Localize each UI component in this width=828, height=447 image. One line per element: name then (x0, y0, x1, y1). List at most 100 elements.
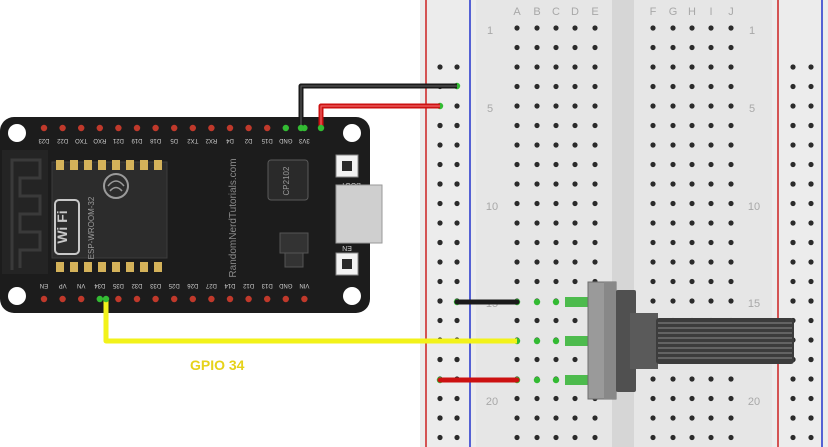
breadboard-hole (708, 239, 714, 246)
rail-hole (790, 64, 796, 70)
header-pin (152, 295, 159, 303)
breadboard-hole (708, 278, 714, 285)
breadboard-hole (553, 83, 559, 90)
breadboard-hole (728, 200, 734, 207)
rail-hole (454, 415, 460, 421)
breadboard-hole (572, 142, 578, 148)
header-pin (189, 124, 196, 132)
pin-label: D5 (170, 137, 178, 143)
rail-hole (454, 395, 460, 402)
breadboard-hole (689, 25, 695, 31)
pin-label: D33 (149, 282, 161, 288)
rail-hole (790, 376, 796, 382)
column-letter: J (728, 6, 734, 18)
breadboard-hole (572, 239, 578, 246)
rail-hole (437, 220, 443, 226)
breadboard-hole (670, 298, 676, 304)
breadboard-hole (553, 239, 559, 246)
breadboard-hole (650, 278, 656, 285)
breadboard-hole (728, 220, 734, 226)
breadboard-hole (708, 83, 714, 90)
breadboard-hole (728, 259, 734, 265)
rail-hole (790, 434, 796, 441)
breadboard-hole (572, 64, 578, 70)
rail-hole (454, 278, 460, 285)
breadboard-hole (650, 259, 656, 265)
breadboard-hole (728, 64, 734, 70)
rail-hole (808, 103, 814, 109)
row-number: 20 (486, 396, 498, 408)
pin-label: TXO (75, 137, 88, 143)
breadboard-hole (553, 122, 559, 129)
breadboard-hole (650, 181, 656, 187)
header-pin (78, 295, 85, 303)
pin-label: D13 (261, 282, 273, 288)
breadboard-hole (534, 64, 540, 70)
breadboard-hole (728, 415, 734, 421)
header-pin (133, 295, 141, 303)
rail-hole (790, 181, 796, 187)
pin-label: D18 (149, 137, 161, 143)
breadboard-hole (670, 434, 676, 441)
breadboard-hole (592, 142, 598, 148)
breadboard-hole (728, 25, 734, 31)
breadboard-hole (708, 64, 714, 70)
breadboard-hole (514, 259, 520, 265)
pin-label: RX2 (205, 137, 217, 143)
pin-label: GND (278, 137, 292, 143)
wire-red-3v3-highlight (320, 105, 440, 128)
header-pin (171, 124, 178, 132)
rail-hole (808, 298, 814, 304)
module-pads (56, 160, 162, 272)
breadboard-hole (514, 122, 520, 129)
breadboard-hole (553, 142, 559, 148)
breadboard-hole (592, 239, 598, 246)
breadboard-hole (534, 44, 540, 51)
breadboard-hole (670, 161, 676, 168)
rail-hole (454, 356, 460, 363)
column-letter: E (591, 6, 598, 18)
breadboard-hole (728, 239, 734, 246)
pin-label: D26 (187, 282, 199, 288)
pin-label: D23 (38, 137, 50, 143)
breadboard-hole (728, 181, 734, 187)
usb-chip (267, 159, 309, 201)
rail-hole (790, 259, 796, 265)
breadboard-hole (553, 200, 559, 207)
wifi-logo-text: Wi Fi (54, 210, 70, 243)
breadboard-hole (708, 415, 714, 421)
header-pin (40, 295, 48, 303)
breadboard-hole (650, 122, 656, 129)
rail-hole (790, 142, 796, 148)
header-pin (133, 124, 141, 132)
breadboard-hole (572, 434, 578, 441)
breadboard-hole (553, 278, 559, 285)
en-button-cap (342, 259, 352, 269)
breadboard-hole (650, 434, 656, 441)
breadboard-hole (689, 395, 695, 402)
column-letters: A B C D E F G H I J (513, 6, 733, 18)
breadboard-hole (592, 181, 598, 187)
header-pin (152, 124, 159, 132)
breadboard-hole (708, 298, 714, 304)
pin-label: D34 (94, 282, 106, 288)
breadboard-hole (553, 415, 559, 421)
breadboard-hole (670, 278, 676, 285)
breadboard-hole (514, 220, 520, 226)
breadboard-hole (689, 161, 695, 168)
wire-end-markers (102, 124, 325, 303)
column-letter: B (533, 6, 540, 18)
espressif-logo-swirl (107, 180, 125, 192)
breadboard-hole (553, 220, 559, 226)
pin-label: D4 (226, 137, 234, 143)
breadboard-hole (670, 25, 676, 31)
breadboard-hole (708, 161, 714, 168)
pin-label: D14 (224, 282, 236, 288)
breadboard-hole (572, 44, 578, 51)
breadboard-hole (514, 103, 520, 109)
breadboard-right-rail-strip (772, 0, 828, 447)
breadboard-hole (572, 103, 578, 109)
breadboard-hole (650, 44, 656, 51)
header-pin (59, 295, 66, 303)
potentiometer-nut (630, 313, 658, 369)
